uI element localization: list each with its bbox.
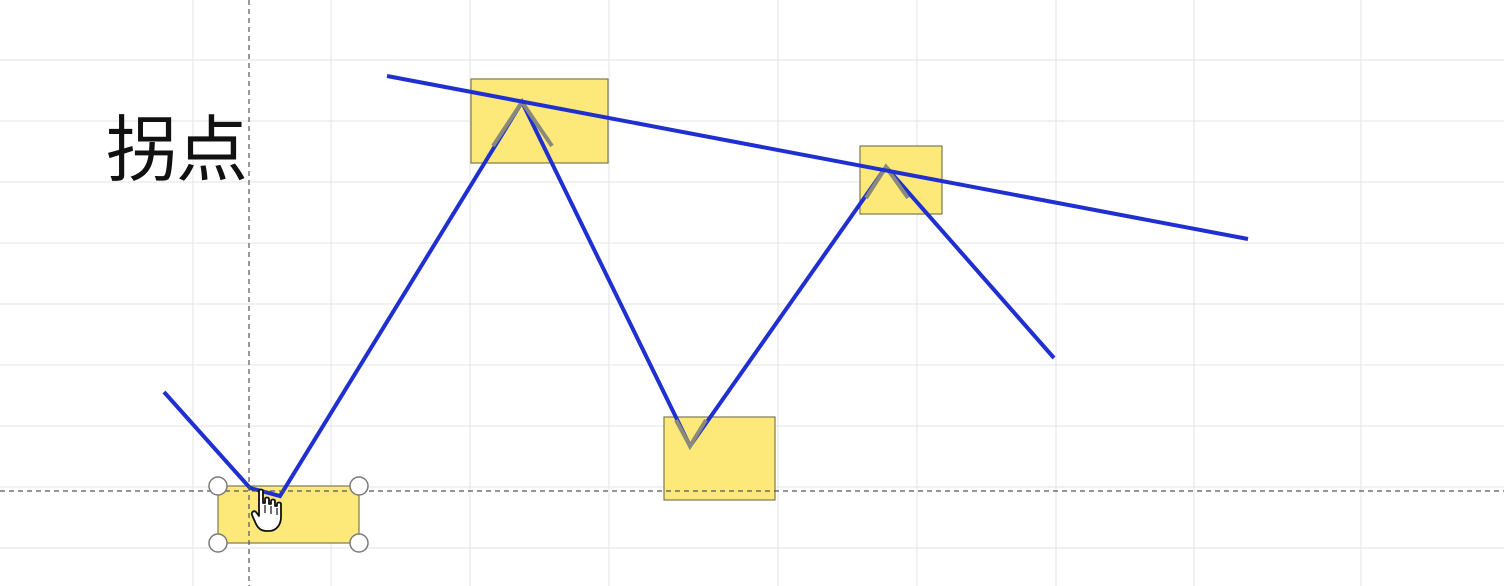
resize-handle-top-left[interactable] — [208, 476, 228, 496]
zigzag-segment-muted — [864, 163, 910, 200]
resize-handle-top-right[interactable] — [349, 476, 369, 496]
selected-highlight-box[interactable] — [217, 485, 360, 544]
resize-handle-bottom-left[interactable] — [208, 533, 228, 553]
turning-point-label[interactable]: 拐点 — [106, 108, 248, 192]
resize-handle-bottom-right[interactable] — [349, 533, 369, 553]
trend-line[interactable] — [386, 74, 1249, 241]
zigzag-segment-muted — [674, 418, 708, 451]
hand-pointer-icon — [250, 488, 282, 532]
